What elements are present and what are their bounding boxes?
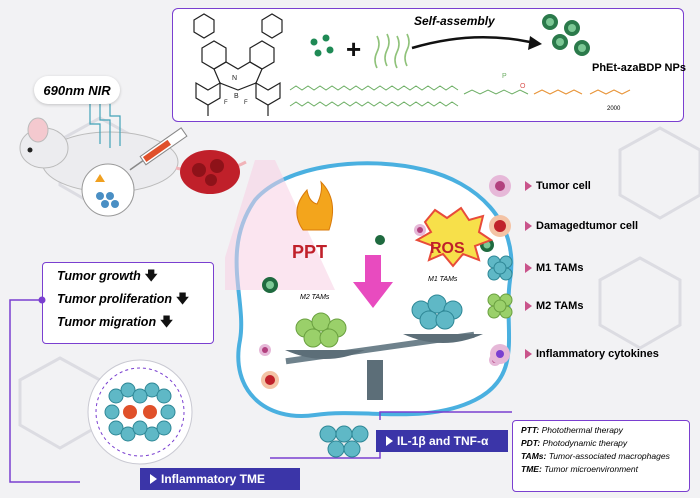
outcome-item: Tumor growth🡇 [57, 269, 158, 283]
play-arrow-icon [386, 436, 393, 446]
m2-tams-label: M2 TAMs [300, 294, 330, 301]
play-arrow-icon [150, 474, 157, 484]
svg-text:P: P [502, 73, 507, 80]
cytokines-tag: IL-1β and TNF-α [376, 430, 508, 452]
ros-label: ROS [430, 240, 465, 257]
m1-tams-label: M1 TAMs [428, 276, 458, 283]
abbreviation-row: PTT: Photothermal therapy [521, 425, 623, 435]
nir-laser-label: 690nm NIR [34, 76, 120, 104]
abbreviation-row: PDT: Photodynamic therapy [521, 438, 628, 448]
tumor-microenvironment-blob [225, 160, 514, 418]
legend-icons [487, 175, 513, 364]
legend-m1-tams: M1 TAMs [525, 262, 583, 274]
legend-inflammatory-cytokines: Inflammatory cytokines [525, 348, 659, 360]
play-arrow-icon [525, 263, 532, 273]
svg-text:F: F [244, 100, 248, 106]
tumor-tissue-icon [180, 150, 240, 194]
abbreviation-row: TME: Tumor microenvironment [521, 464, 638, 474]
svg-text:B: B [234, 93, 239, 100]
play-arrow-icon [525, 301, 532, 311]
plus-sign: + [346, 34, 361, 64]
legend-m2-tams: M2 TAMs [525, 300, 583, 312]
abbreviation-row: TAMs: Tumor-associated macrophages [521, 451, 670, 461]
play-arrow-icon [525, 221, 532, 231]
peg-subscript: 2000 [607, 106, 621, 112]
svg-text:N: N [232, 75, 237, 82]
legend-tumor-cell: Tumor cell [525, 180, 591, 192]
nanoparticle-formation-panel [172, 8, 684, 122]
ppt-label: PPT [292, 242, 328, 262]
outcome-item: Tumor migration🡇 [57, 315, 173, 329]
azabodipy-structure [193, 13, 283, 116]
outcome-item: Tumor proliferation🡇 [57, 292, 189, 306]
inflammatory-tme-illustration [87, 359, 193, 465]
chemical-structures: N B F F + O P [193, 13, 631, 116]
abbreviations-box: PTT: Photothermal therapy PDT: Photodyna… [512, 420, 690, 492]
play-arrow-icon [525, 181, 532, 191]
nanoparticle-label: PhEt-azaBDP NPs [592, 62, 686, 74]
play-arrow-icon [525, 349, 532, 359]
cytokine-cluster [319, 425, 369, 458]
down-arrow-icon: 🡇 [176, 292, 189, 306]
inflammatory-tme-tag: Inflammatory TME [140, 468, 300, 490]
svg-text:F: F [224, 100, 228, 106]
legend-damaged-tumor-cell: Damagedtumor cell [525, 220, 638, 232]
down-arrow-icon: 🡇 [160, 315, 173, 329]
svg-text:O: O [520, 83, 526, 90]
mouse-illustration [19, 104, 247, 217]
down-arrow-icon: 🡇 [144, 269, 158, 283]
self-assembly-label: Self-assembly [414, 14, 495, 28]
